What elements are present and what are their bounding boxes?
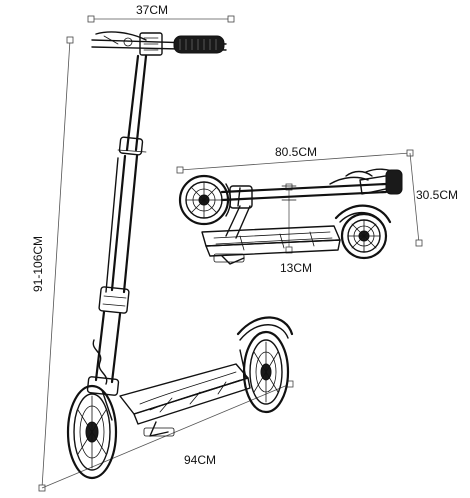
deck <box>119 363 251 437</box>
folded-deck <box>201 205 341 265</box>
dimension-lines <box>38 15 423 492</box>
steering-stem <box>86 54 148 396</box>
front-wheel <box>66 384 118 480</box>
folded-height-label: 30.5CM <box>416 188 458 202</box>
handlebar <box>91 31 227 56</box>
deck-width-label: 13CM <box>280 261 312 275</box>
handlebar-width-label: 37CM <box>136 3 168 17</box>
length-label: 94CM <box>184 453 216 467</box>
folded-scooter <box>178 168 403 265</box>
rear-wheel <box>236 316 294 414</box>
folded-length-label: 80.5CM <box>275 145 317 159</box>
folded-rear-wheel <box>334 204 392 260</box>
folded-stem <box>220 168 403 209</box>
height-range-label: 91-106CM <box>31 236 45 292</box>
unfolded-scooter <box>66 31 294 480</box>
